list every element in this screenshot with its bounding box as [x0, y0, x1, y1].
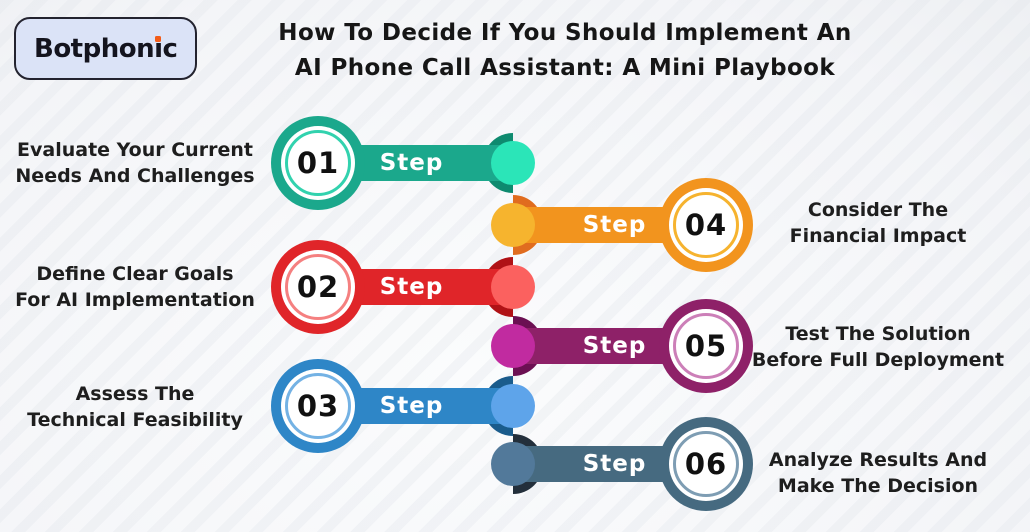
- step-05-ring-inner: 05: [673, 313, 739, 379]
- step-05-label-line2: Before Full Deployment: [751, 349, 1005, 371]
- step-02-ring-gap: 02: [281, 250, 355, 324]
- step-04-bar: Step: [513, 207, 686, 243]
- step-03-ring: 03: [271, 359, 365, 453]
- step-01-ring-inner: 01: [285, 130, 351, 196]
- step-03-bar-text: Step: [379, 393, 444, 419]
- step-05-label: Test The Solution Before Full Deployment: [748, 321, 1008, 373]
- page-title-line2: AI Phone Call Assistant: A Mini Playbook: [294, 55, 836, 81]
- step-02-ring: 02: [271, 240, 365, 334]
- step-05-number: 05: [684, 329, 728, 363]
- step-04-label: Consider The Financial Impact: [748, 197, 1008, 249]
- logo-letter-i: ı: [154, 33, 163, 64]
- step-06-label-line2: Make The Decision: [777, 475, 979, 497]
- step-01-bar: Step: [340, 145, 513, 181]
- step-06-spine-node: [491, 442, 535, 486]
- step-04-label-line2: Financial Impact: [789, 225, 967, 247]
- step-02-bar: Step: [340, 269, 513, 305]
- page-title-line1: How To Decide If You Should Implement An: [278, 20, 852, 46]
- step-01-label-line2: Needs And Challenges: [15, 165, 255, 187]
- logo-text-post: c: [162, 33, 178, 64]
- step-06-label: Analyze Results And Make The Decision: [748, 447, 1008, 499]
- step-03-label: Assess The Technical Feasibility: [5, 381, 265, 433]
- step-04-ring-inner: 04: [673, 192, 739, 258]
- step-06-number: 06: [684, 447, 728, 481]
- logo-text-pre: Botphon: [34, 33, 155, 64]
- step-03-spine-node: [491, 384, 535, 428]
- step-03-ring-gap: 03: [281, 369, 355, 443]
- step-06-ring-gap: 06: [669, 427, 743, 501]
- step-03-ring-inner: 03: [285, 373, 351, 439]
- step-01-bar-text: Step: [379, 150, 444, 176]
- step-06-ring: 06: [659, 417, 753, 511]
- step-02-label: Define Clear Goals For AI Implementation: [5, 261, 265, 313]
- step-05-ring: 05: [659, 299, 753, 393]
- step-02-bar-text: Step: [379, 274, 444, 300]
- step-05-bar: Step: [513, 328, 686, 364]
- step-04-spine-node: [491, 203, 535, 247]
- step-06-bar: Step: [513, 446, 686, 482]
- step-03-label-line1: Assess The: [75, 383, 195, 405]
- step-03-bar: Step: [340, 388, 513, 424]
- step-05-label-line1: Test The Solution: [785, 323, 971, 345]
- step-06-bar-text: Step: [582, 451, 647, 477]
- step-01-number: 01: [296, 146, 340, 180]
- step-03-number: 03: [296, 389, 340, 423]
- step-01-spine-node: [491, 141, 535, 185]
- step-01-label: Evaluate Your Current Needs And Challeng…: [5, 137, 265, 189]
- step-04-label-line1: Consider The: [807, 199, 949, 221]
- step-02-spine-node: [491, 265, 535, 309]
- step-06-label-line1: Analyze Results And: [768, 449, 988, 471]
- step-02-label-line2: For AI Implementation: [15, 289, 255, 311]
- step-04-ring-gap: 04: [669, 188, 743, 262]
- step-04-ring: 04: [659, 178, 753, 272]
- step-01-ring: 01: [271, 116, 365, 210]
- step-01-ring-gap: 01: [281, 126, 355, 200]
- step-05-ring-gap: 05: [669, 309, 743, 383]
- step-03-label-line2: Technical Feasibility: [27, 409, 243, 431]
- step-02-number: 02: [296, 270, 340, 304]
- step-05-spine-node: [491, 324, 535, 368]
- step-05-bar-text: Step: [582, 333, 647, 359]
- step-06-ring-inner: 06: [673, 431, 739, 497]
- step-01-label-line1: Evaluate Your Current: [17, 139, 253, 161]
- step-02-label-line1: Define Clear Goals: [36, 263, 234, 285]
- step-02-ring-inner: 02: [285, 254, 351, 320]
- step-04-number: 04: [684, 208, 728, 242]
- page-title: How To Decide If You Should Implement An…: [240, 16, 890, 86]
- step-04-bar-text: Step: [582, 212, 647, 238]
